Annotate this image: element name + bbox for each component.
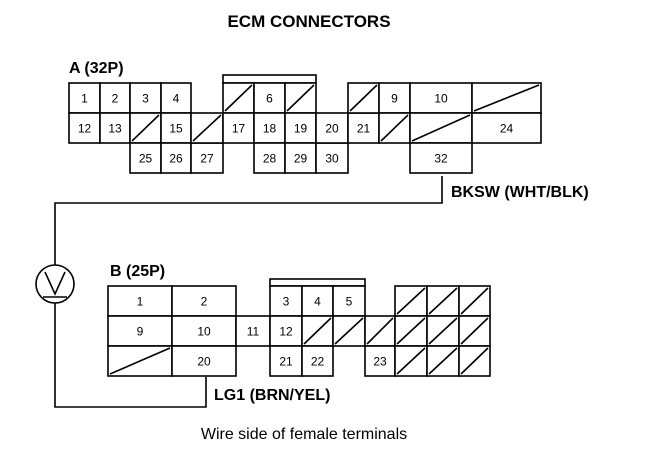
connector-a-terminal-number: 25 <box>139 152 153 166</box>
connector-a-terminal-number: 30 <box>325 152 339 166</box>
connector-a-terminal-number: 15 <box>169 122 183 136</box>
voltmeter-icon <box>35 264 75 304</box>
connector-a-cavity <box>68 112 101 144</box>
connector-b-terminal-number: 10 <box>197 325 211 339</box>
connector-b-terminal-number: 1 <box>137 295 144 309</box>
connector-b-empty-cavity-mark <box>334 317 364 345</box>
connector-a-empty-cavity-mark <box>286 84 315 112</box>
connector-b-empty-cavity-mark <box>460 317 489 345</box>
connector-a-empty-cavity-mark <box>349 84 378 112</box>
connector-b-cavity <box>269 278 366 287</box>
connector-a-terminal-number: 21 <box>357 122 371 136</box>
connector-a-cavity <box>160 82 192 114</box>
connector-a-terminal-number: 12 <box>78 122 92 136</box>
connector-a-cavity <box>471 112 542 144</box>
connector-a-terminal-number: 1 <box>81 92 88 106</box>
connector-a-cavity <box>315 142 349 174</box>
connector-a-terminal-number: 20 <box>325 122 339 136</box>
connector-b-terminal-number: 5 <box>346 295 353 309</box>
connector-b-terminal-number: 11 <box>247 325 260 339</box>
connector-b-cavity <box>171 285 237 317</box>
connector-b-empty-cavity-mark <box>366 317 394 345</box>
connector-a-terminal-number: 6 <box>266 92 273 106</box>
connector-b-empty-cavity-mark <box>428 347 458 375</box>
connector-b-empty-cavity-mark <box>428 317 458 345</box>
connector-b-terminal-number: 21 <box>279 355 293 369</box>
connector-b-terminal-number: 4 <box>314 295 321 309</box>
connector-b-terminal-number: 9 <box>137 325 144 339</box>
connector-a-cavity <box>222 74 317 84</box>
connector-a-cavity <box>409 82 473 114</box>
diagram-title: ECM CONNECTORS <box>227 12 390 31</box>
connector-a-label: A (32P) <box>69 60 124 77</box>
connector-b-cavity <box>301 345 334 377</box>
connector-a-cavity <box>253 142 286 174</box>
connector-a-terminal-number: 3 <box>142 92 149 106</box>
connector-b-empty-cavity-mark <box>396 347 426 375</box>
connector-a-terminal-number: 32 <box>434 152 448 166</box>
connector-a-empty-cavity-mark <box>192 114 222 142</box>
connector-b-terminal-number: 20 <box>197 355 211 369</box>
connector-b-terminal-number: 23 <box>373 355 387 369</box>
connector-b-cavity <box>364 345 396 377</box>
connector-b-label: B (25P) <box>110 263 165 280</box>
lg1-wire <box>54 303 207 408</box>
connector-a-terminal-number: 18 <box>263 122 277 136</box>
connector-b-terminal-number: 22 <box>311 355 325 369</box>
connector-b-empty-cavity-mark <box>396 317 426 345</box>
connector-b-terminal-number: 3 <box>283 295 290 309</box>
connector-a-terminal-number: 24 <box>500 122 514 136</box>
wire-label-b: LG1 (BRN/YEL) <box>214 387 330 404</box>
connector-b-empty-cavity-mark <box>396 287 426 315</box>
connector-b-cavity <box>171 315 237 347</box>
connector-b-empty-cavity-mark <box>109 347 171 375</box>
wire-label-a: BKSW (WHT/BLK) <box>451 184 589 201</box>
connector-a-empty-cavity-mark <box>473 84 540 112</box>
connector-b-cavity <box>171 345 237 377</box>
connector-a-terminal-number: 10 <box>434 92 448 106</box>
connector-a-terminal-number: 28 <box>263 152 277 166</box>
connector-b-empty-cavity-mark <box>428 287 458 315</box>
connector-a-cavity <box>409 142 473 174</box>
connector-a-terminal-number: 13 <box>108 122 122 136</box>
connector-b-empty-cavity-mark <box>460 287 489 315</box>
connector-b-terminal-number: 2 <box>201 295 208 309</box>
connector-a-terminal-number: 4 <box>173 92 180 106</box>
connector-a-cavity <box>315 112 349 144</box>
connector-a-cavity <box>253 82 286 114</box>
connector-b-empty-cavity-mark <box>460 347 489 375</box>
caption: Wire side of female terminals <box>201 426 407 443</box>
connector-a-empty-cavity-mark <box>411 114 471 142</box>
connector-a-empty-cavity-mark <box>131 114 160 142</box>
bksw-wire <box>54 176 443 265</box>
connector-a-empty-cavity-mark <box>380 114 409 142</box>
connector-a-empty-cavity-mark <box>224 84 253 112</box>
connector-a-terminal-number: 26 <box>169 152 183 166</box>
connector-a-cavity <box>190 142 224 174</box>
connector-a-terminal-number: 19 <box>294 122 308 136</box>
connector-a-terminal-number: 17 <box>232 122 246 136</box>
connector-b-empty-cavity-mark <box>303 317 332 345</box>
connector-b-cavity <box>107 285 173 317</box>
connector-b-terminal-number: 12 <box>279 325 293 339</box>
connector-a-terminal-number: 29 <box>294 152 308 166</box>
connector-a-terminal-number: 9 <box>391 92 398 106</box>
connector-a-terminal-number: 27 <box>200 152 214 166</box>
connector-a-terminal-number: 2 <box>112 92 119 106</box>
